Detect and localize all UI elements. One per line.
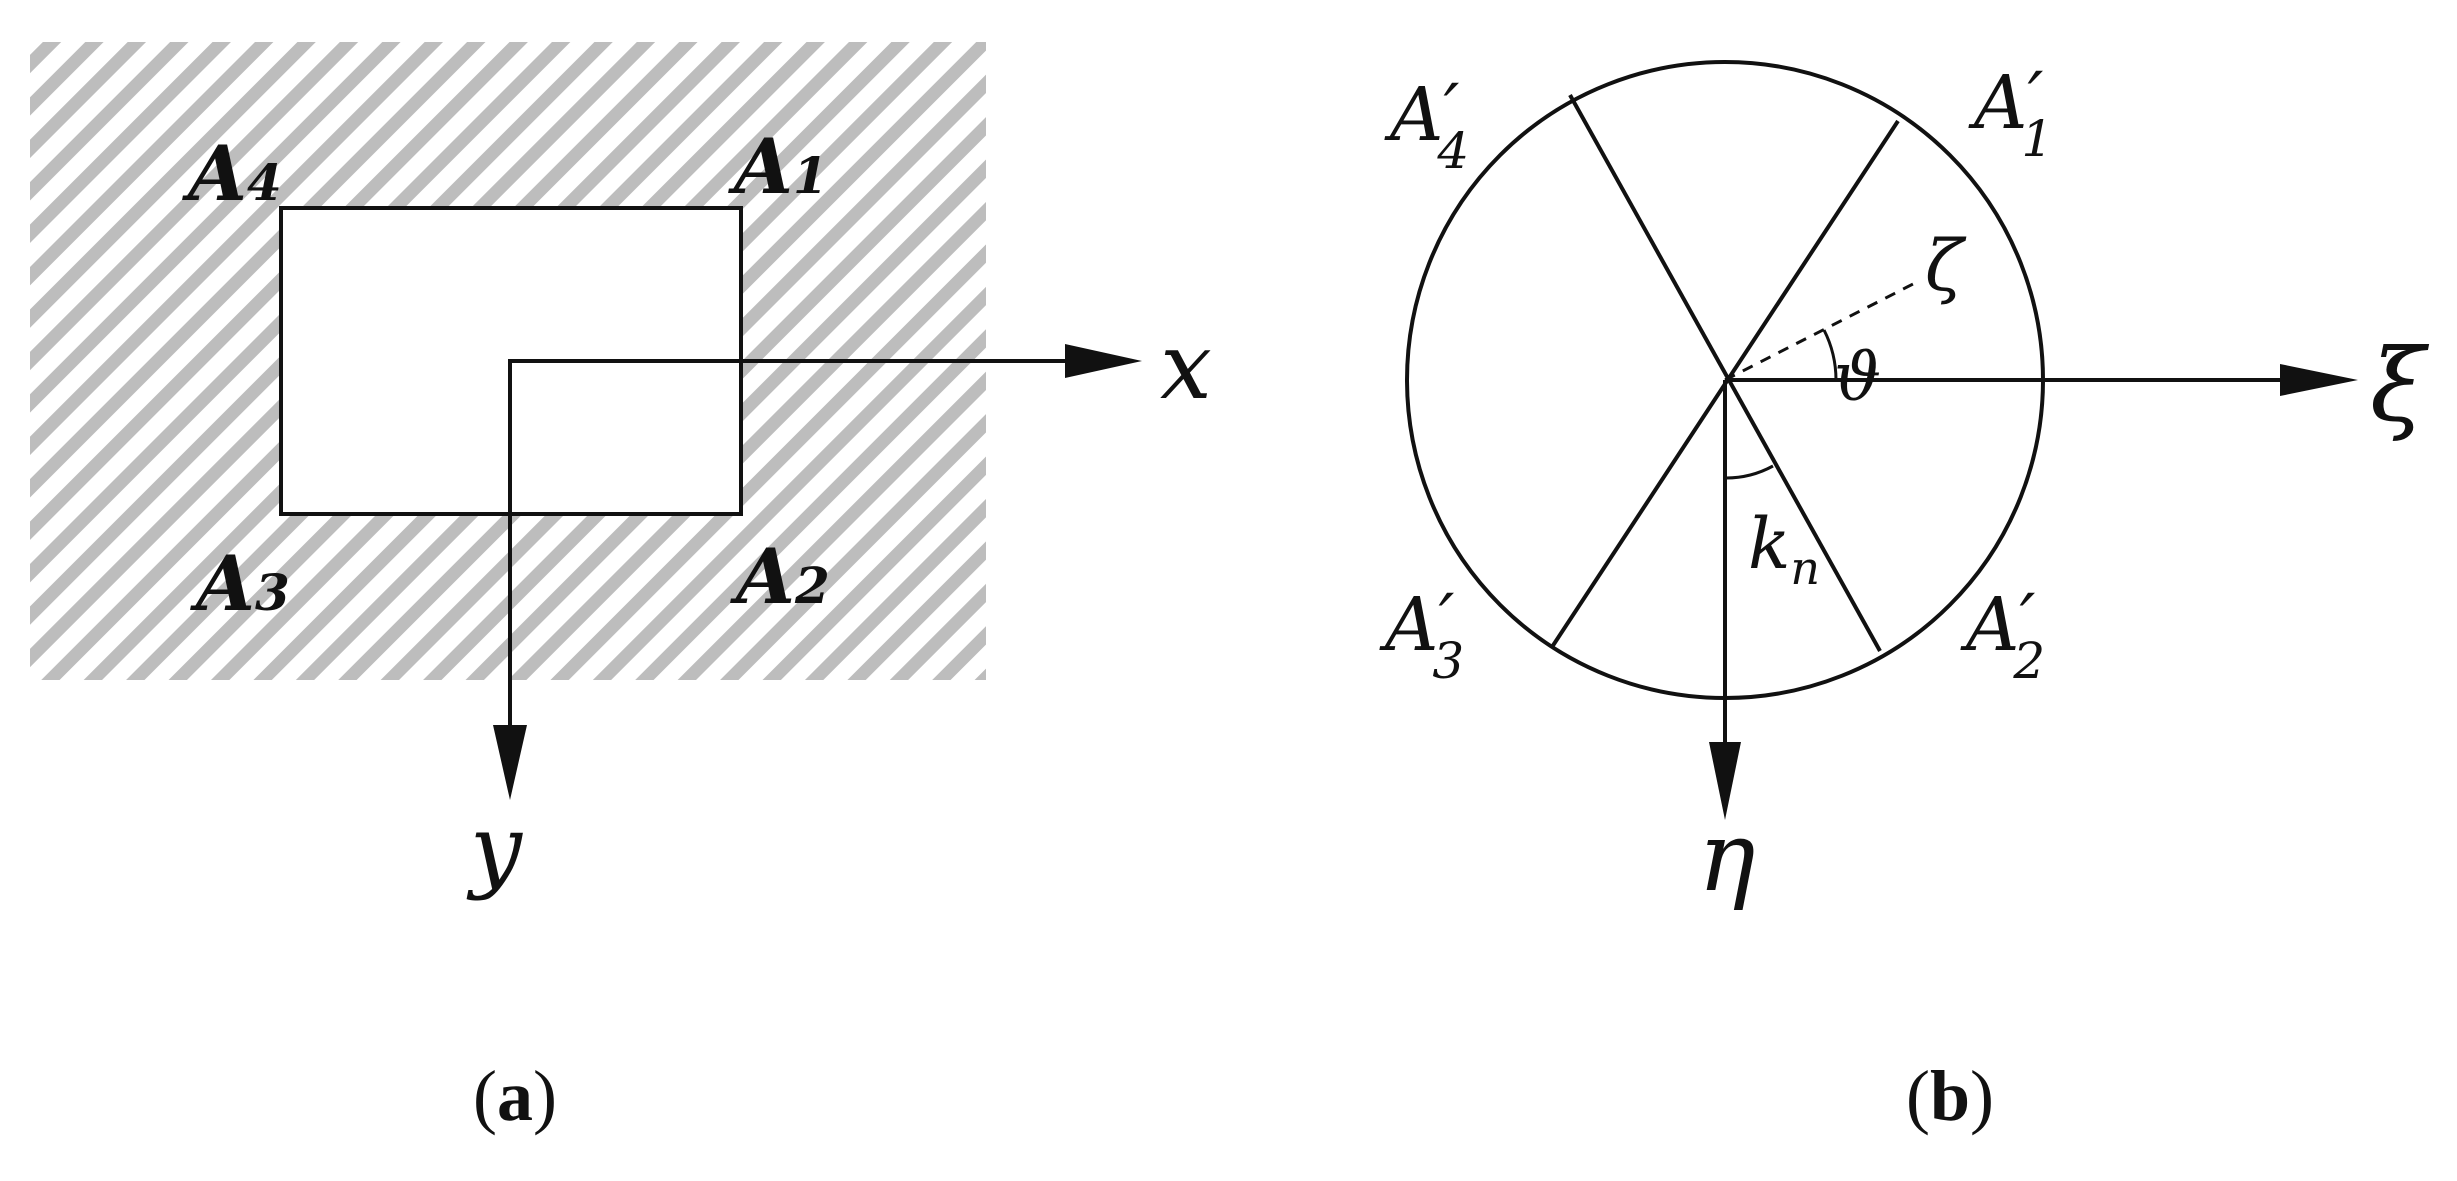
- xi-axis-arrow: [2280, 364, 2358, 396]
- caption-a: (a): [473, 1056, 557, 1136]
- label-a1-prime: A′1: [1968, 57, 2053, 168]
- axis-label-x: x: [1160, 313, 1212, 420]
- label-a3: A3: [190, 539, 290, 628]
- axis-label-y: y: [466, 795, 523, 902]
- axis-label-eta: η: [1698, 801, 1756, 913]
- label-a2-prime: A′2: [1960, 579, 2045, 690]
- panel-a: A4 A1 A3 A2 x y (a): [30, 42, 1212, 1136]
- eta-axis-arrow: [1709, 742, 1741, 820]
- zeta-dashed-line: [1724, 281, 1916, 382]
- diameter-a4-a2: [1568, 94, 1882, 652]
- zeta-label: ζ: [1925, 225, 1967, 307]
- label-a2: A2: [730, 532, 830, 621]
- label-a3-prime: A′3: [1379, 579, 1464, 690]
- x-axis-arrow: [1065, 344, 1142, 378]
- label-a4: A4: [182, 129, 282, 218]
- label-a4-prime: A′4: [1384, 69, 1469, 180]
- label-a1: A1: [728, 122, 828, 211]
- axis-label-xi: ξ: [2370, 327, 2430, 444]
- theta-arc: [1822, 329, 1838, 381]
- caption-b: (b): [1906, 1056, 1994, 1136]
- panel-b: A′4 A′1 A′3 A′2 ζ ϑ kn ξ η (b): [1379, 57, 2430, 1136]
- kn-label: kn: [1748, 503, 1820, 595]
- theta-label: ϑ: [1834, 339, 1881, 416]
- y-axis-arrow: [493, 725, 527, 800]
- kn-arc: [1724, 464, 1774, 480]
